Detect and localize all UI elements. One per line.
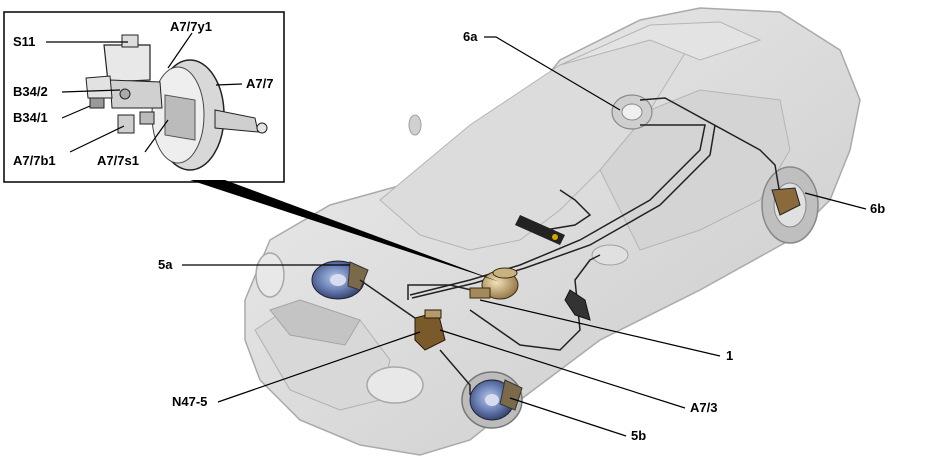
wheel-rear-left [611, 94, 653, 130]
label-6b: 6b [870, 201, 886, 216]
abs-control-unit [414, 309, 446, 351]
brake-booster [469, 267, 519, 300]
label-a7-7s1: A7/7s1 [97, 153, 139, 168]
label-a7-7b1: A7/7b1 [13, 153, 56, 168]
caliper-rear-right [771, 187, 801, 216]
label-a7-7y1: A7/7y1 [170, 19, 212, 34]
brake-lines [359, 97, 781, 395]
label-5a: 5a [158, 257, 173, 272]
label-n47-5: N47-5 [172, 394, 208, 409]
steering-sensor [515, 215, 565, 245]
leader-lines [46, 32, 867, 437]
label-b34-2: B34/2 [13, 84, 48, 99]
inset-pointer [190, 180, 500, 282]
inset-box [3, 11, 285, 183]
label-s11: S11 [13, 34, 36, 49]
brake-disc-front-left [311, 260, 369, 300]
brake-pedal [564, 289, 591, 321]
label-6a: 6a [463, 29, 478, 44]
label-1: 1 [726, 348, 734, 363]
label-a7-3: A7/3 [690, 400, 718, 415]
label-a7-7: A7/7 [246, 76, 274, 91]
label-b34-1: B34/1 [13, 110, 48, 125]
label-5b: 5b [631, 428, 647, 443]
brake-disc-front-right [461, 371, 523, 429]
